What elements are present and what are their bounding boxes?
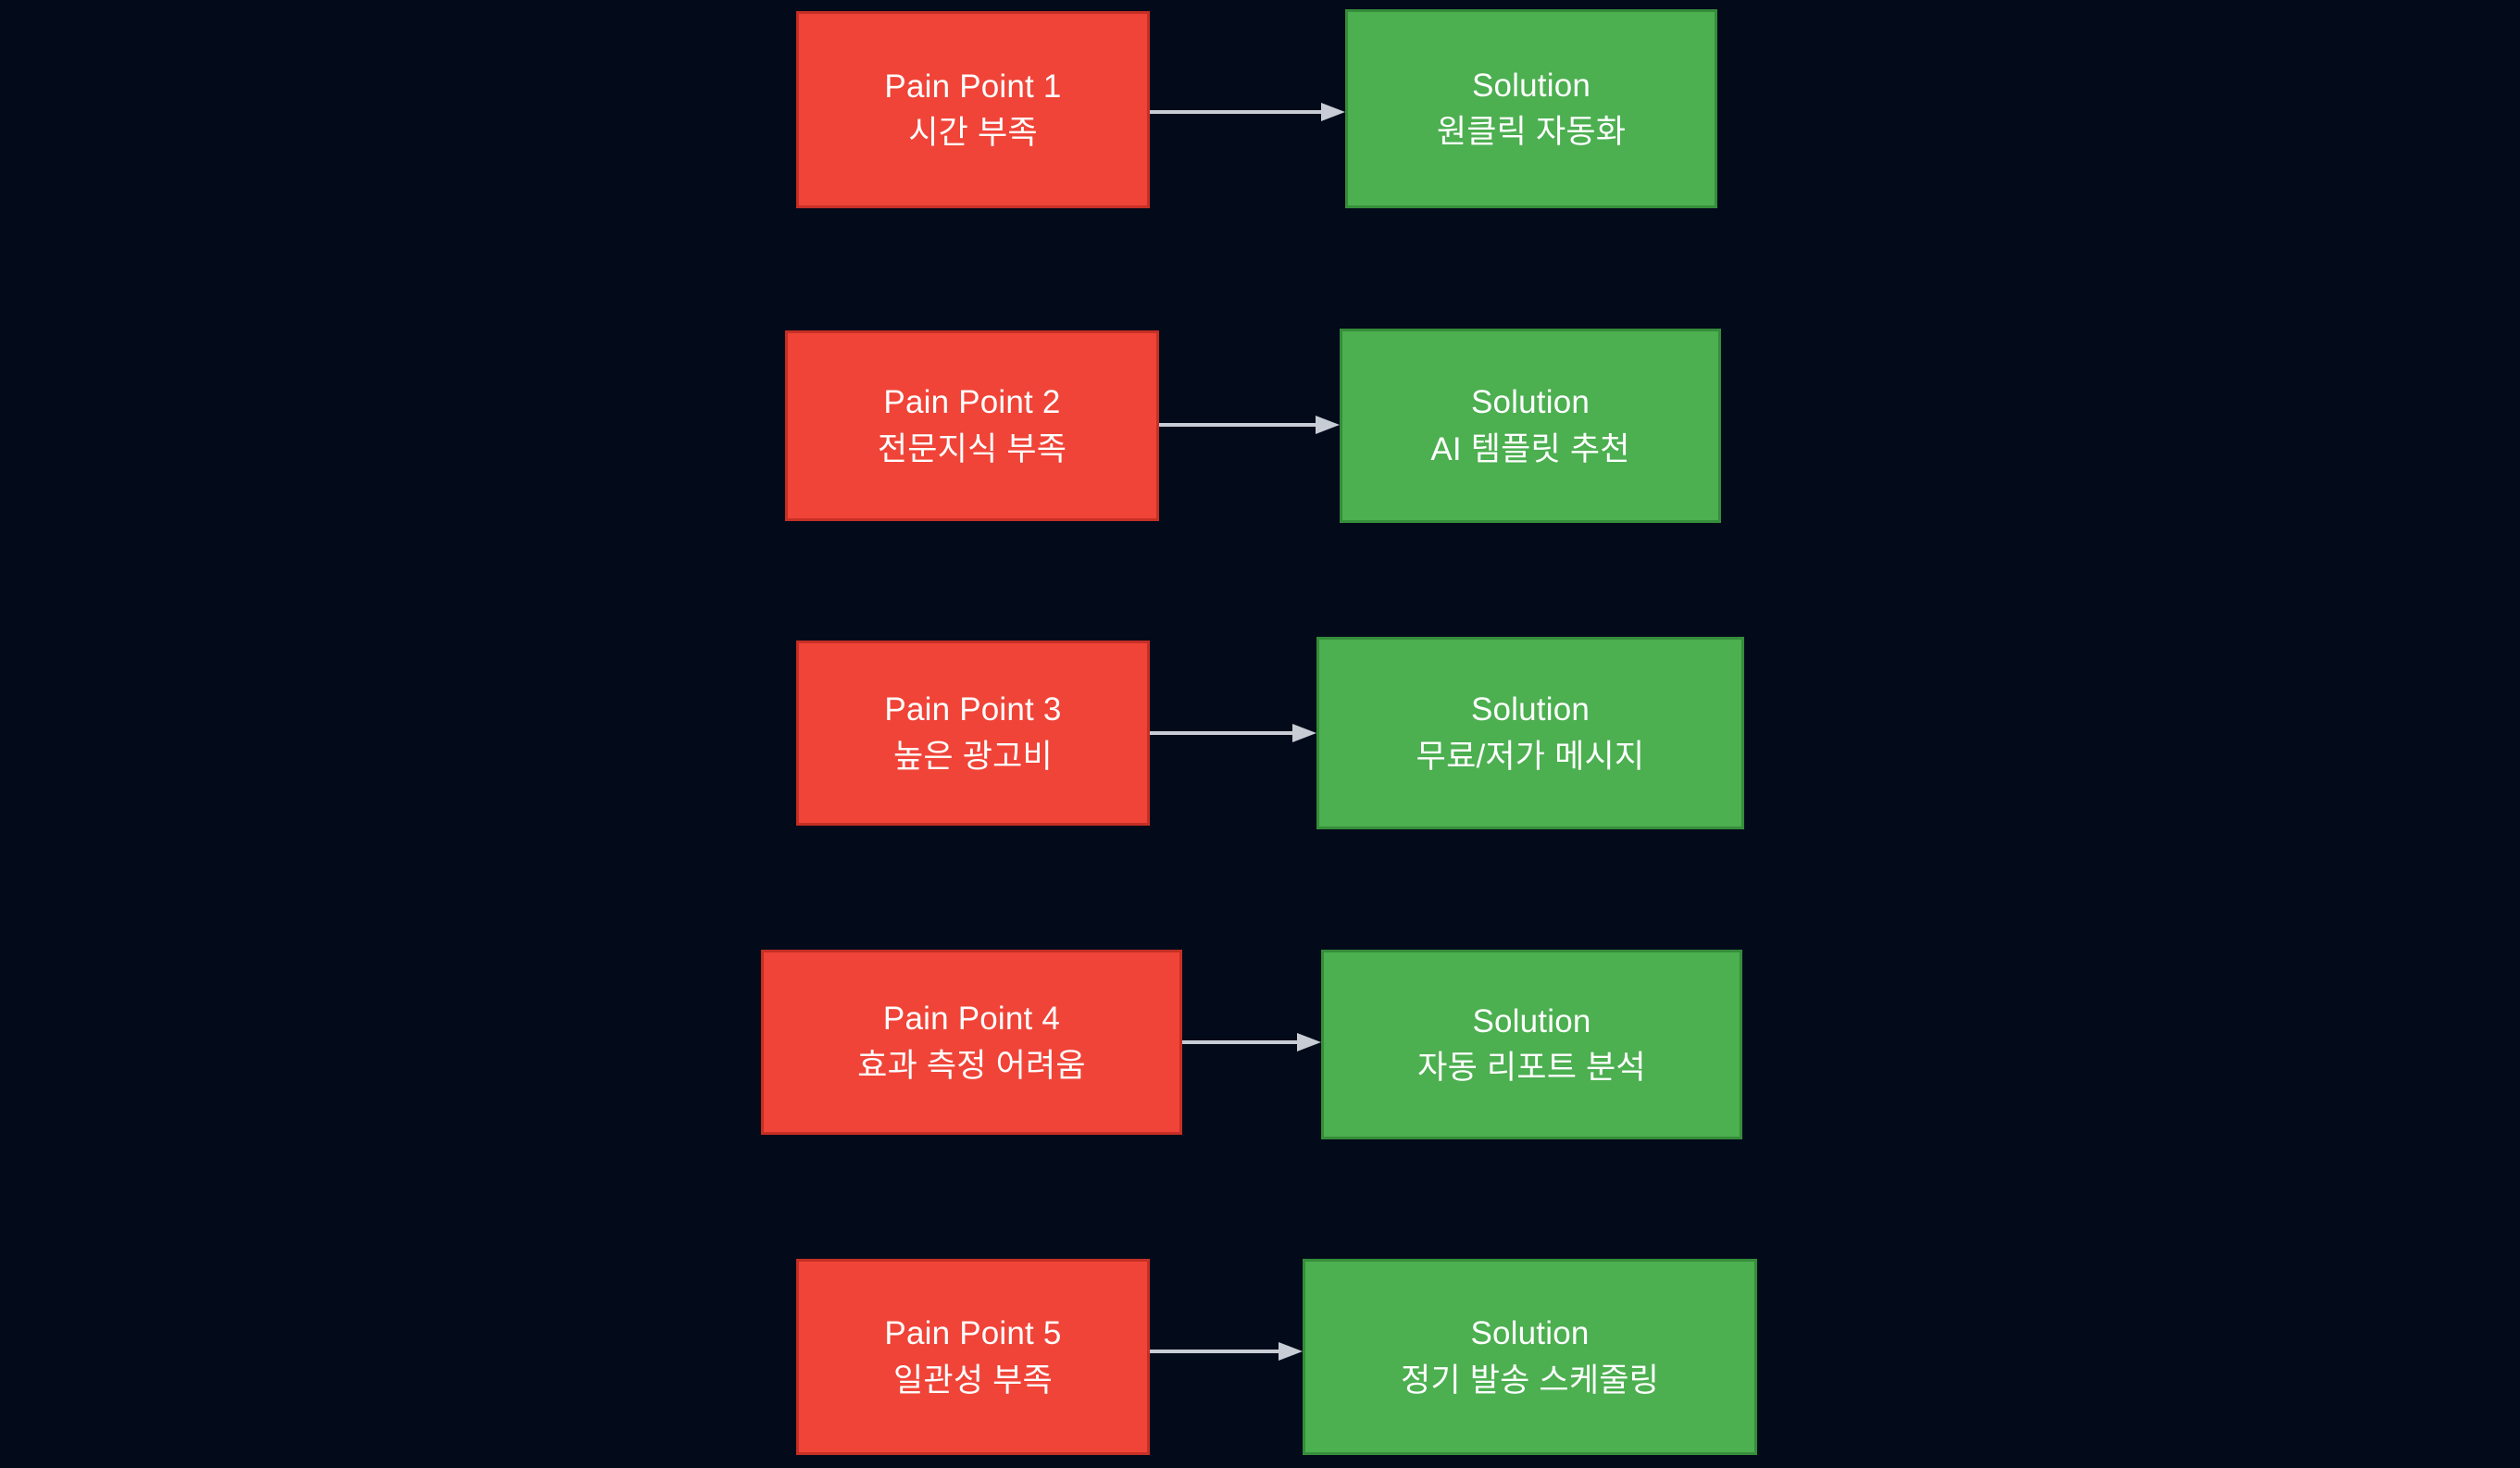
pain-point-node[interactable]: Pain Point 3 높은 광고비 bbox=[796, 641, 1150, 826]
solution-detail: 원클릭 자동화 bbox=[1436, 114, 1627, 150]
pain-point-node[interactable]: Pain Point 4 효과 측정 어려움 bbox=[761, 950, 1182, 1135]
solution-detail: AI 템플릿 추천 bbox=[1430, 430, 1630, 467]
pain-point-node[interactable]: Pain Point 1 시간 부족 bbox=[796, 11, 1150, 208]
pain-point-title: Pain Point 5 bbox=[884, 1315, 1062, 1351]
pain-point-title: Pain Point 2 bbox=[883, 384, 1061, 420]
pain-point-detail: 시간 부족 bbox=[908, 115, 1038, 151]
pain-point-node[interactable]: Pain Point 5 일관성 부족 bbox=[796, 1259, 1150, 1455]
flow-arrow bbox=[1150, 100, 1345, 124]
solution-node[interactable]: Solution AI 템플릿 추천 bbox=[1340, 329, 1721, 523]
pain-point-title: Pain Point 3 bbox=[884, 691, 1062, 728]
solution-detail: 정기 발송 스케줄링 bbox=[1400, 1362, 1660, 1399]
pain-point-detail: 일관성 부족 bbox=[893, 1362, 1053, 1399]
solution-title: Solution bbox=[1470, 691, 1591, 728]
solution-node[interactable]: Solution 원클릭 자동화 bbox=[1345, 9, 1717, 208]
flow-row: Pain Point 1 시간 부족 Solution 원클릭 자동화 bbox=[0, 0, 2520, 227]
flow-arrow bbox=[1182, 1030, 1321, 1054]
pain-point-detail: 효과 측정 어려움 bbox=[857, 1047, 1086, 1084]
solution-node[interactable]: Solution 무료/저가 메시지 bbox=[1316, 637, 1744, 829]
flow-arrow bbox=[1150, 721, 1316, 745]
flow-arrow bbox=[1150, 1339, 1303, 1363]
pain-point-title: Pain Point 1 bbox=[884, 68, 1062, 105]
pain-point-title: Pain Point 4 bbox=[882, 1001, 1061, 1037]
solution-detail: 무료/저가 메시지 bbox=[1416, 738, 1645, 775]
flow-arrow bbox=[1159, 413, 1340, 437]
pain-point-detail: 전문지식 부족 bbox=[877, 430, 1067, 467]
pain-point-detail: 높은 광고비 bbox=[893, 738, 1053, 775]
solution-detail: 자동 리포트 분석 bbox=[1417, 1050, 1646, 1086]
solution-node[interactable]: Solution 정기 발송 스케줄링 bbox=[1303, 1259, 1757, 1455]
solution-node[interactable]: Solution 자동 리포트 분석 bbox=[1321, 950, 1742, 1139]
solution-title: Solution bbox=[1472, 1002, 1591, 1039]
pain-point-node[interactable]: Pain Point 2 전문지식 부족 bbox=[785, 330, 1159, 521]
solution-title: Solution bbox=[1470, 1315, 1590, 1351]
solution-title: Solution bbox=[1470, 384, 1591, 420]
solution-title: Solution bbox=[1471, 67, 1591, 104]
